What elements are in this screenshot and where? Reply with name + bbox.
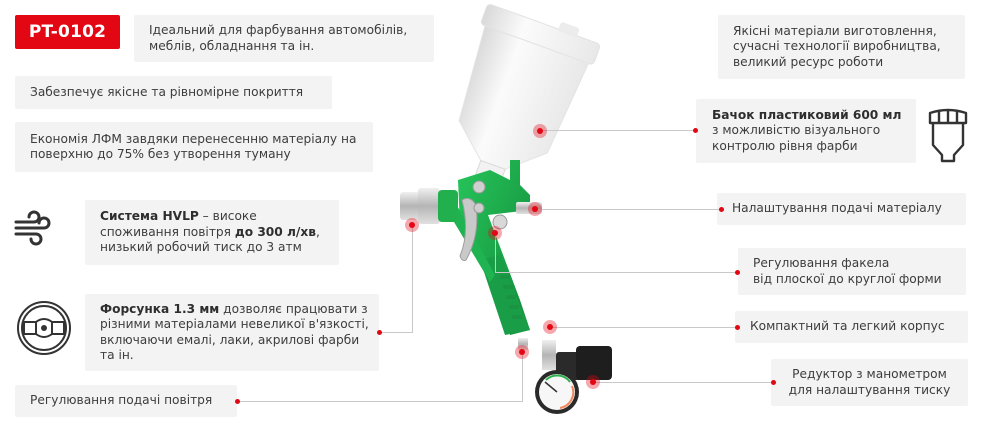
tank-title: Бачок пластиковий 600 мл [712,107,902,122]
feature-hvlp: Система HVLP – високе споживання повітря… [85,200,339,265]
hotspot-air-regulation[interactable] [515,345,529,359]
feature-text: Налаштування подачі матеріалу [732,201,942,216]
leader-dot [735,325,740,330]
paint-cup-icon [928,108,968,163]
hotspot-material-feed[interactable] [528,202,542,216]
feature-tank: Бачок пластиковий 600 мл з можливістю ві… [696,99,916,163]
air-consumption: до 300 л/хв [234,224,316,239]
spray-gun-image [400,4,612,414]
leader-nozzle [380,332,413,333]
feature-text: Компактний та легкий корпус [750,319,945,334]
leader-dot [693,128,698,133]
feature-text: Ідеальний для фарбування автомобілів, ме… [149,23,408,53]
feature-economy: Економія ЛФМ завдяки перенесенню матеріа… [15,122,373,172]
hotspot-nozzle[interactable] [405,218,419,232]
leader-dot [719,207,724,212]
feature-quality-coating: Забезпечує якісне та рівномірне покриття [15,76,332,109]
hotspot-compact-body[interactable] [543,320,557,334]
nozzle-icon [17,301,71,355]
leader-compact-body [550,327,737,328]
feature-air-regulation: Регулювання подачі повітря [15,385,237,417]
feature-text: Регулювання подачі повітря [30,393,213,408]
feature-compact-body: Компактний та легкий корпус [735,311,968,343]
leader-dot [735,270,740,275]
leader-air-regulation [522,352,523,402]
feature-fan-adjust: Регулювання факела від плоскої до кругло… [738,248,966,295]
feature-nozzle: Форсунка 1.3 мм дозволяє працювати з різ… [85,294,379,371]
leader-fan-adjust [495,233,496,272]
model-badge: PT-0102 [15,15,120,49]
leader-regulator [593,382,773,383]
leader-dot [235,399,240,404]
leader-tank [540,130,695,131]
hotspot-fan-adjust[interactable] [488,226,502,240]
feature-text: з можливістю візуального контролю рівня … [712,123,881,153]
hvlp-title: Система HVLP [100,209,199,224]
feature-text: Забезпечує якісне та рівномірне покриття [30,84,304,99]
leader-nozzle [412,224,413,332]
wind-icon [14,210,51,246]
feature-ideal-use: Ідеальний для фарбування автомобілів, ме… [134,15,434,62]
leader-dot [771,380,776,385]
leader-material-feed [535,209,721,210]
feature-text: Економія ЛФМ завдяки перенесенню матеріа… [30,131,357,162]
leader-fan-adjust [495,272,736,273]
hotspot-tank[interactable] [533,124,547,138]
feature-materials: Якісні матеріали виготовлення, сучасні т… [718,15,965,79]
feature-regulator: Редуктор з манометром для налаштування т… [771,359,968,406]
hotspot-regulator[interactable] [586,375,600,389]
feature-text: Якісні матеріали виготовлення, сучасні т… [733,23,941,69]
nozzle-title: Форсунка 1.3 мм [100,301,220,316]
leader-dot [377,330,382,335]
leader-air-regulation [237,401,523,402]
feature-material-feed: Налаштування подачі матеріалу [717,193,966,225]
